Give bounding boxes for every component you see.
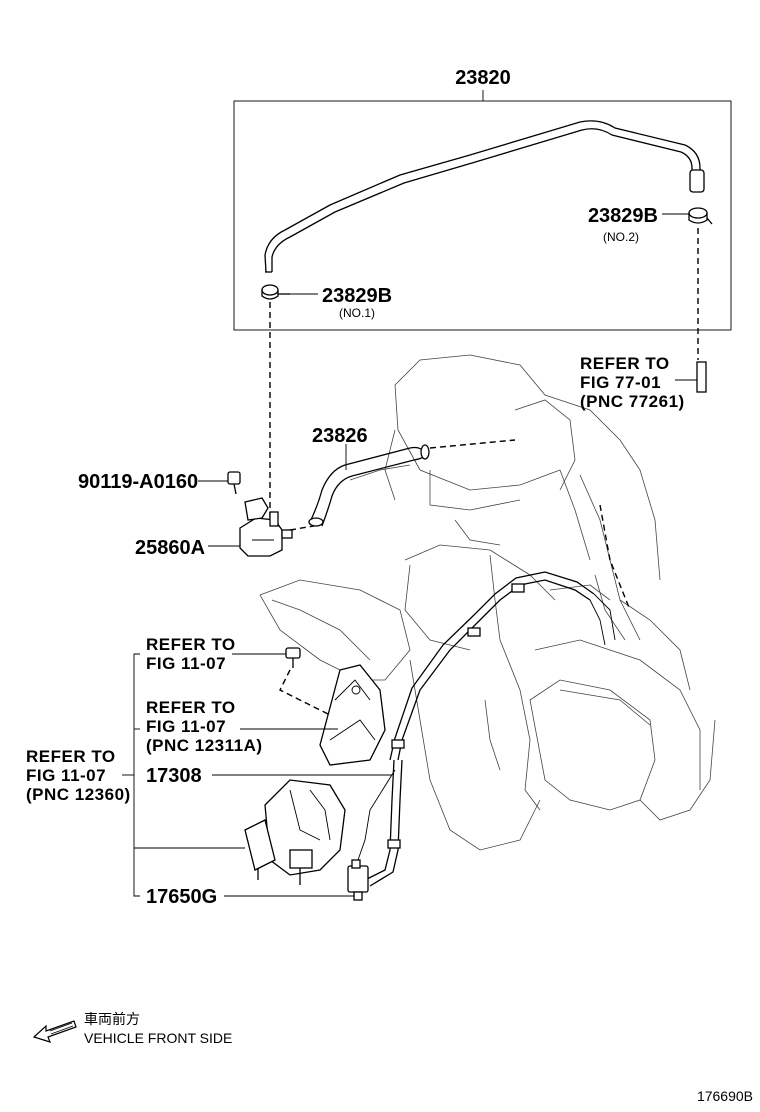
ref-fig11b-line2: FIG 11-07 xyxy=(146,717,226,736)
clip-no1[interactable] xyxy=(261,284,290,300)
ref-fig77-line1: REFER TO xyxy=(580,354,670,373)
dashed-connection-bolt xyxy=(279,669,341,721)
bolt-lower[interactable] xyxy=(285,647,301,668)
label-bolt: 90119-A0160 xyxy=(78,471,198,493)
vsv-17650g[interactable] xyxy=(347,859,369,901)
ref-fig77-line3: (PNC 77261) xyxy=(580,392,685,411)
label-bracket: 17308 xyxy=(146,765,202,787)
dashed-connection-engine xyxy=(599,504,631,611)
ref-fig11c-line2: FIG 11-07 xyxy=(26,766,106,785)
figure-id: 176690B xyxy=(697,1088,753,1104)
label-clip-no2: 23829B xyxy=(588,205,658,227)
label-hose-assy: 23820 xyxy=(455,67,511,89)
label-clip-no2-sub: (NO.2) xyxy=(603,230,639,244)
ref-fig11a-line2: FIG 11-07 xyxy=(146,654,226,673)
label-vsv2: 17650G xyxy=(146,886,217,908)
ref-fig11b-line1: REFER TO xyxy=(146,698,236,717)
ref-fig11c-line3: (PNC 12360) xyxy=(26,785,131,804)
engine-background xyxy=(259,354,716,851)
engine-mount-12360[interactable] xyxy=(244,779,346,885)
harness-tube-17308[interactable] xyxy=(357,571,616,887)
ref-fig11c-line1: REFER TO xyxy=(26,747,116,766)
hose-assembly-23820[interactable] xyxy=(264,120,705,273)
clip-no2[interactable] xyxy=(688,207,713,225)
hose-assembly-box xyxy=(233,90,732,331)
front-arrow-icon xyxy=(32,1020,77,1043)
label-clip-no1-sub: (NO.1) xyxy=(339,306,375,320)
dashed-connection-hose xyxy=(429,439,516,449)
ref-fig11a-line1: REFER TO xyxy=(146,635,236,654)
hose-23826[interactable] xyxy=(308,444,430,527)
reference-bracket xyxy=(122,653,245,897)
pipe-end-77261[interactable] xyxy=(696,361,707,393)
vsv-25860a[interactable] xyxy=(239,497,293,557)
label-hose: 23826 xyxy=(312,425,368,447)
label-vsv: 25860A xyxy=(135,537,205,559)
ref-fig77-line2: FIG 77-01 xyxy=(580,373,661,392)
bracket-12311a[interactable] xyxy=(319,664,386,766)
orientation-english: VEHICLE FRONT SIDE xyxy=(84,1030,232,1046)
label-clip-no1: 23829B xyxy=(322,285,392,307)
orientation-japanese: 車両前方 xyxy=(84,1011,140,1027)
bolt-90119[interactable] xyxy=(227,471,241,495)
ref-fig11b-line3: (PNC 12311A) xyxy=(146,736,263,755)
